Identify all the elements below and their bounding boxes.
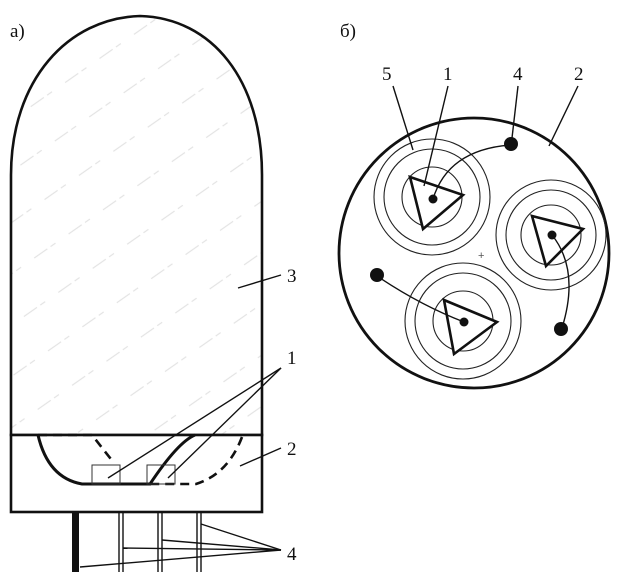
leader-lead-2: [122, 547, 282, 551]
label-a-leads: 4: [287, 544, 297, 565]
leader-lens: [237, 274, 282, 289]
chip-right: [146, 464, 176, 485]
emitter-bottom: [404, 262, 522, 380]
leads: [72, 512, 202, 572]
label-a-base: 2: [287, 439, 297, 460]
leader-b-ring: [392, 85, 414, 151]
leader-b-body: [548, 85, 579, 147]
lens-dome: [9, 14, 264, 437]
bond-wire-2: [551, 234, 570, 329]
bond-wire-1: [432, 144, 511, 200]
leader-chip-2: [167, 367, 282, 479]
label-b-body: 2: [574, 64, 584, 85]
base-block: [9, 433, 264, 514]
center-mark: +: [478, 250, 484, 262]
leader-lead-1: [79, 549, 282, 568]
chip-left: [91, 464, 121, 485]
label-b-wire: 4: [513, 64, 523, 85]
leader-lead-3: [161, 539, 282, 551]
pad-top: [504, 137, 518, 151]
leader-lead-4: [200, 523, 282, 551]
label-a-chip: 1: [287, 348, 297, 369]
panel-b: б): [337, 21, 611, 390]
panel-a: а) 3 1 2 4: [9, 14, 297, 572]
emitter-right: [495, 179, 607, 291]
bond-wire-3: [376, 275, 465, 323]
emitter-top-left: [373, 138, 491, 256]
leader-base: [239, 447, 282, 467]
reflector-dash-left: [38, 433, 116, 464]
reflector-dash-right: [150, 436, 244, 486]
pad-right: [554, 322, 568, 336]
panel-a-title: а): [10, 21, 25, 42]
leader-chip-1: [107, 367, 282, 479]
leader-b-wire: [511, 85, 519, 139]
pad-left: [370, 268, 384, 282]
label-b-chip: 1: [443, 64, 453, 85]
label-a-lens: 3: [287, 266, 297, 287]
panel-b-title: б): [340, 21, 356, 42]
top-view-body: [337, 116, 611, 390]
label-b-ring: 5: [382, 64, 392, 85]
leader-b-chip: [423, 85, 449, 187]
